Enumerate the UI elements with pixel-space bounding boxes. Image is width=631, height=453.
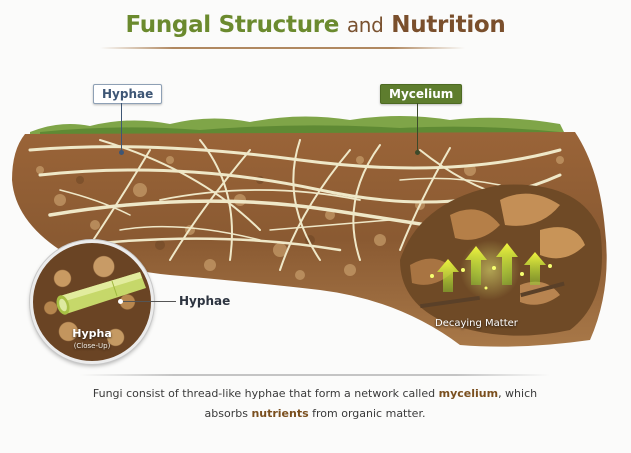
nutrient-arrows-icon <box>437 243 546 292</box>
mycelium-leader-dot <box>415 150 420 155</box>
caption-text: from organic matter. <box>308 407 426 420</box>
caption-text: , which <box>498 387 538 400</box>
mycelium-leader-line <box>417 103 418 153</box>
caption-text: absorbs <box>204 407 252 420</box>
caption-text: Fungi consist of thread-like hyphae that… <box>92 387 439 400</box>
mycelium-label: Mycelium <box>380 84 463 104</box>
caption-keyword-nutrients: nutrients <box>251 407 309 420</box>
hyphae-label: Hyphae <box>93 84 163 104</box>
title-part-and: and <box>346 13 384 37</box>
hyphae-leader-line <box>121 103 122 153</box>
title-divider <box>100 47 465 49</box>
caption-keyword-mycelium: mycelium <box>438 387 499 400</box>
hyphae-callout-dot <box>118 299 123 304</box>
title-part-structure: Fungal Structure <box>125 12 340 38</box>
hyphae-callout-label: Hyphae <box>179 294 231 308</box>
caption-divider <box>80 374 550 376</box>
hypha-closeup-inset: Hypha (Close-Up) <box>30 240 154 364</box>
closeup-title: Hypha <box>72 327 112 340</box>
page-title: Fungal Structure and Nutrition <box>0 12 631 38</box>
closeup-subtitle: (Close-Up) <box>73 342 111 350</box>
title-part-nutrition: Nutrition <box>391 12 506 38</box>
decaying-matter-label: Decaying Matter <box>435 318 518 329</box>
hyphae-leader-dot <box>119 150 124 155</box>
glow-particles <box>430 264 552 290</box>
caption: Fungi consist of thread-like hyphae that… <box>90 384 540 424</box>
hyphae-callout-line <box>120 301 176 302</box>
